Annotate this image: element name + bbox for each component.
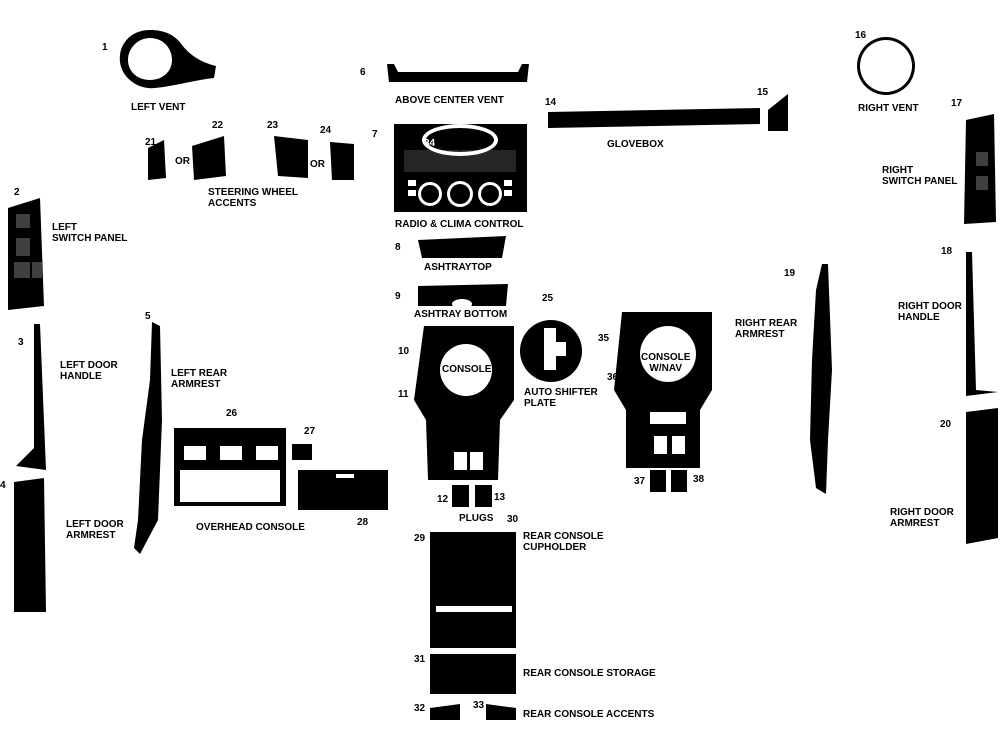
part-31-rear-console-storage bbox=[430, 654, 516, 694]
label-right-vent: RIGHT VENT bbox=[858, 103, 919, 114]
part-number-34: 34 bbox=[424, 138, 436, 149]
label-overhead-console: OVERHEAD CONSOLE bbox=[196, 522, 305, 533]
part-number-16: 16 bbox=[855, 30, 867, 41]
part-number-10: 10 bbox=[398, 346, 410, 357]
part-number-9: 9 bbox=[395, 291, 401, 302]
part-35-console-nav bbox=[614, 312, 712, 468]
part-26-overhead-console bbox=[174, 428, 286, 506]
label-rear-console-accents: REAR CONSOLE ACCENTS bbox=[523, 709, 655, 720]
label-ashtray-top: ASHTRAYTOP bbox=[424, 262, 492, 273]
part-number-3: 3 bbox=[18, 337, 24, 348]
part-37-38-plugs bbox=[650, 470, 687, 492]
label-steering-wheel-accents: STEERING WHEEL ACCENTS bbox=[208, 187, 299, 209]
label-glovebox: GLOVEBOX bbox=[607, 139, 664, 150]
part-number-32: 32 bbox=[414, 703, 426, 714]
label-console: CONSOLE bbox=[442, 364, 492, 375]
part-number-17: 17 bbox=[951, 98, 963, 109]
part-25-auto-shifter-plate bbox=[520, 320, 582, 382]
part-19-right-rear-armrest bbox=[810, 264, 832, 494]
part-number-12: 12 bbox=[437, 494, 449, 505]
label-left-vent: LEFT VENT bbox=[131, 102, 186, 113]
part-15 bbox=[768, 94, 788, 131]
label-right-door-handle: RIGHT DOOR HANDLE bbox=[898, 301, 962, 323]
part-4-left-door-armrest bbox=[14, 478, 46, 612]
part-number-1: 1 bbox=[102, 42, 108, 53]
label-right-switch-panel: RIGHT SWITCH PANEL bbox=[882, 165, 958, 187]
part-number-26: 26 bbox=[226, 408, 238, 419]
part-18-right-door-handle bbox=[966, 252, 998, 396]
label-left-switch-panel: LEFT SWITCH PANEL bbox=[52, 222, 128, 244]
label-rear-console-storage: REAR CONSOLE STORAGE bbox=[523, 668, 656, 679]
label-or-1: OR bbox=[175, 156, 190, 167]
label-console-nav: CONSOLE W/NAV bbox=[641, 352, 691, 374]
label-radio-clima-control: RADIO & CLIMA CONTROL bbox=[395, 219, 524, 230]
part-number-8: 8 bbox=[395, 242, 401, 253]
part-number-37: 37 bbox=[634, 476, 646, 487]
part-21-24-steering-wheel-accents bbox=[148, 136, 354, 180]
part-9-ashtray-bottom bbox=[418, 284, 508, 309]
part-number-36: 36 bbox=[607, 372, 619, 383]
label-plugs: PLUGS bbox=[459, 513, 494, 524]
part-number-15: 15 bbox=[757, 87, 769, 98]
label-right-door-armrest: RIGHT DOOR ARMREST bbox=[890, 507, 954, 529]
part-number-13: 13 bbox=[494, 492, 506, 503]
part-number-35: 35 bbox=[598, 333, 610, 344]
part-8-ashtray-top bbox=[418, 236, 506, 258]
part-number-11: 11 bbox=[398, 389, 409, 400]
part-7-radio-clima bbox=[394, 124, 527, 212]
part-number-33: 33 bbox=[473, 700, 485, 711]
label-above-center-vent: ABOVE CENTER VENT bbox=[395, 95, 504, 106]
label-left-door-handle: LEFT DOOR HANDLE bbox=[60, 360, 118, 382]
label-ashtray-bottom: ASHTRAY BOTTOM bbox=[414, 309, 508, 320]
part-number-7: 7 bbox=[372, 129, 378, 140]
label-auto-shifter-plate: AUTO SHIFTER PLATE bbox=[524, 387, 598, 409]
part-number-6: 6 bbox=[360, 67, 366, 78]
part-32-33-rear-console-accents bbox=[430, 704, 516, 720]
part-17-right-switch-panel bbox=[964, 114, 996, 224]
part-number-30: 30 bbox=[507, 514, 519, 525]
part-number-27: 27 bbox=[304, 426, 316, 437]
part-number-2: 2 bbox=[14, 187, 20, 198]
part-number-23: 23 bbox=[267, 120, 279, 131]
part-10-console bbox=[414, 326, 514, 480]
label-or-2: OR bbox=[310, 159, 325, 170]
label-left-door-armrest: LEFT DOOR ARMREST bbox=[66, 519, 124, 541]
part-27 bbox=[292, 444, 312, 460]
part-1-left-vent bbox=[119, 30, 216, 89]
part-number-24: 24 bbox=[320, 125, 332, 136]
label-right-rear-armrest: RIGHT REAR ARMREST bbox=[735, 318, 798, 340]
part-3-left-door-handle bbox=[16, 324, 46, 470]
part-number-18: 18 bbox=[941, 246, 953, 257]
part-number-14: 14 bbox=[545, 97, 557, 108]
part-number-5: 5 bbox=[145, 311, 151, 322]
part-number-20: 20 bbox=[940, 419, 952, 430]
part-20-right-door-armrest bbox=[966, 408, 998, 544]
label-rear-console-cupholder: REAR CONSOLE CUPHOLDER bbox=[523, 531, 604, 553]
part-number-4: 4 bbox=[0, 480, 6, 491]
part-number-38: 38 bbox=[693, 474, 705, 485]
part-28 bbox=[298, 470, 388, 510]
part-number-22: 22 bbox=[212, 120, 224, 131]
part-number-19: 19 bbox=[784, 268, 796, 279]
part-12-plugs bbox=[452, 485, 492, 507]
part-29-rear-console-cupholder bbox=[430, 532, 516, 648]
part-number-28: 28 bbox=[357, 517, 369, 528]
part-number-21: 21 bbox=[145, 137, 157, 148]
part-16-right-vent bbox=[857, 37, 915, 95]
part-6-above-center-vent bbox=[387, 64, 529, 82]
part-number-25: 25 bbox=[542, 293, 554, 304]
label-left-rear-armrest: LEFT REAR ARMREST bbox=[171, 368, 228, 390]
part-2-left-switch-panel bbox=[8, 198, 44, 310]
part-5-left-rear-armrest bbox=[134, 322, 162, 554]
part-number-31: 31 bbox=[414, 654, 426, 665]
part-14-glovebox bbox=[548, 108, 760, 128]
part-number-29: 29 bbox=[414, 533, 426, 544]
